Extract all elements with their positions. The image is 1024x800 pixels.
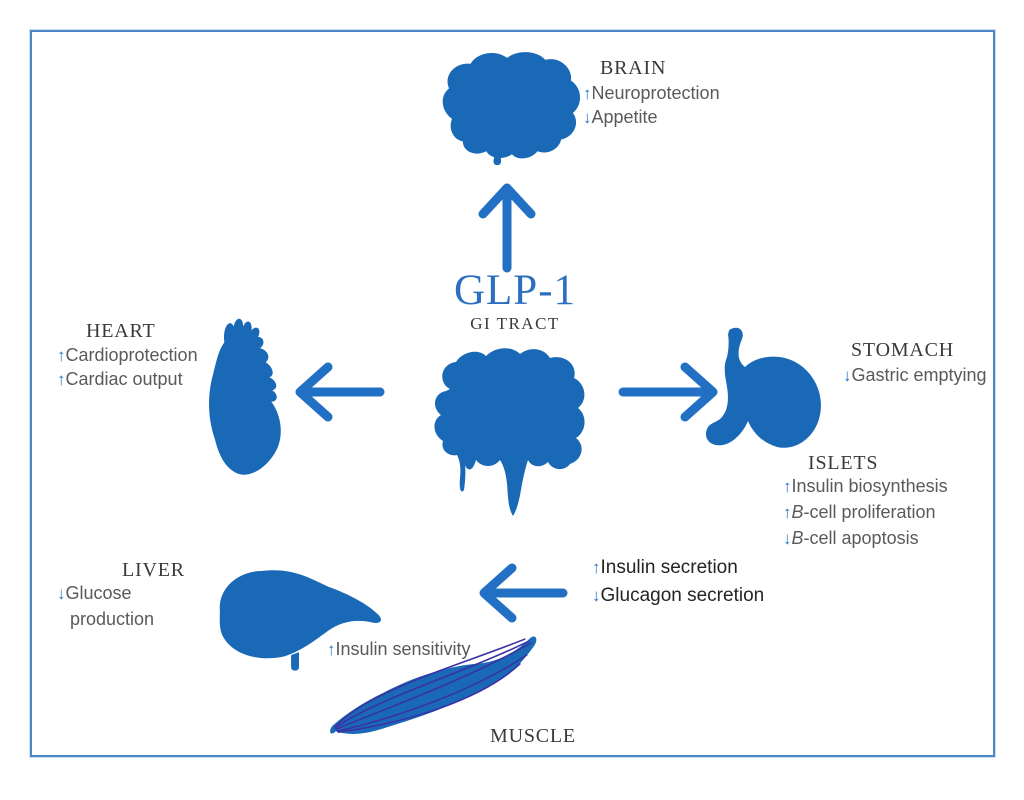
- effect-text: -cell proliferation: [803, 502, 936, 522]
- brain-icon: [442, 52, 581, 166]
- effect-text: Insulin biosynthesis: [791, 476, 948, 496]
- liver-heading: LIVER: [122, 559, 185, 581]
- effect-text: Cardioprotection: [65, 345, 198, 365]
- up-arrow-glyph: ↑: [57, 346, 66, 365]
- up-arrow-glyph: ↑: [327, 640, 336, 659]
- muscle-heading: MUSCLE: [490, 725, 576, 747]
- pancreas-effect-line: ↑Insulin secretion: [592, 554, 764, 582]
- brain-effect-line: ↑Neuroprotection: [583, 82, 720, 106]
- liver-icon: [219, 570, 381, 671]
- down-arrow-glyph: ↓: [583, 108, 592, 127]
- effect-text: Appetite: [591, 107, 658, 127]
- islets-effects: ↑Insulin biosynthesis ↑B-cell proliferat…: [783, 474, 948, 552]
- beta-cell-symbol: B: [791, 528, 804, 548]
- liver-effects: ↓Glucose production: [57, 581, 170, 633]
- heart-heading: HEART: [86, 320, 156, 342]
- down-arrow-glyph: ↓: [57, 584, 66, 603]
- stomach-icon: [705, 327, 821, 448]
- islets-heading: ISLETS: [808, 452, 879, 474]
- pancreas-effects: ↑Insulin secretion ↓Glucagon secretion: [592, 554, 764, 610]
- down-arrow-glyph: ↓: [783, 529, 792, 548]
- effect-text: Gastric emptying: [851, 365, 987, 385]
- brain-effect-line: ↓Appetite: [583, 106, 720, 130]
- figure-border: [30, 30, 995, 757]
- islets-effect-line: ↓B-cell apoptosis: [783, 526, 948, 552]
- up-arrow-glyph: ↑: [783, 477, 792, 496]
- stomach-effect-line: ↓Gastric emptying: [843, 364, 987, 388]
- muscle-icon: [330, 636, 537, 734]
- brain-heading: BRAIN: [600, 57, 667, 79]
- islets-effect-line: ↑Insulin biosynthesis: [783, 474, 948, 500]
- heart-icon: [209, 318, 281, 475]
- up-arrow-glyph: ↑: [592, 558, 601, 577]
- down-arrow-glyph: ↓: [592, 586, 601, 605]
- beta-cell-symbol: B: [791, 502, 804, 522]
- liver-effect-line: ↓Glucose production: [57, 581, 170, 633]
- hormone-title: GLP-1: [453, 267, 577, 314]
- muscle-effects: ↑Insulin sensitivity: [327, 638, 471, 662]
- effect-text: Insulin sensitivity: [335, 639, 471, 659]
- effect-text: -cell apoptosis: [803, 528, 919, 548]
- muscle-effect-line: ↑Insulin sensitivity: [327, 638, 471, 662]
- gi-tract-icon: [434, 348, 585, 516]
- up-arrow-glyph: ↑: [583, 84, 592, 103]
- gi-tract-label: GI TRACT: [470, 314, 560, 333]
- heart-effect-line: ↑Cardioprotection: [57, 344, 198, 368]
- heart-effects: ↑Cardioprotection ↑Cardiac output: [57, 344, 198, 392]
- effect-text: Glucagon secretion: [600, 585, 765, 606]
- up-arrow-glyph: ↑: [783, 503, 792, 522]
- brain-effects: ↑Neuroprotection ↓Appetite: [583, 82, 720, 130]
- down-arrow-glyph: ↓: [843, 366, 852, 385]
- effect-text: Neuroprotection: [591, 83, 720, 103]
- effect-text: Cardiac output: [65, 369, 183, 389]
- effect-text: Glucose production: [65, 583, 155, 629]
- effect-text: Insulin secretion: [600, 557, 738, 578]
- islets-effect-line: ↑B-cell proliferation: [783, 500, 948, 526]
- stomach-effects: ↓Gastric emptying: [843, 364, 987, 388]
- stomach-heading: STOMACH: [851, 339, 955, 361]
- pancreas-effect-line: ↓Glucagon secretion: [592, 582, 764, 610]
- up-arrow-glyph: ↑: [57, 370, 66, 389]
- heart-effect-line: ↑Cardiac output: [57, 368, 198, 392]
